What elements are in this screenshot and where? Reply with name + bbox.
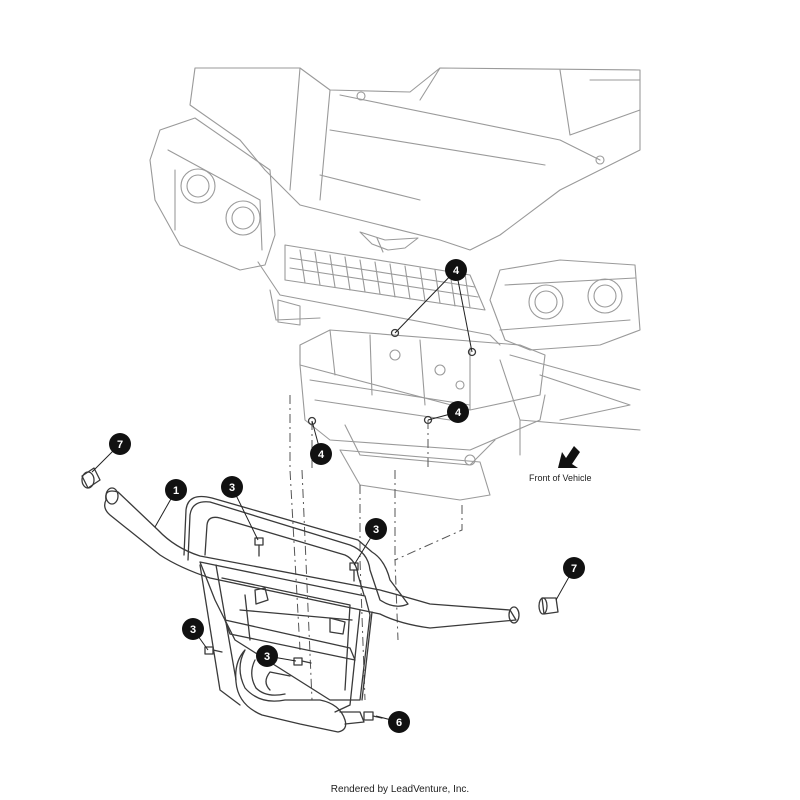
alignment-lines: [289, 395, 463, 701]
left-headlight-lamp-2: [225, 200, 261, 236]
svg-text:1: 1: [173, 485, 179, 497]
right-headlight-lamp-2: [587, 278, 623, 314]
tow-loop: [235, 649, 347, 733]
callout-3d: 3: [256, 645, 278, 667]
svg-text:4: 4: [318, 449, 325, 461]
callout-4c: 4: [310, 443, 332, 465]
svg-text:3: 3: [229, 482, 235, 494]
callout-3c: 3: [182, 618, 204, 640]
svg-text:4: 4: [455, 407, 462, 419]
left-headlight-lamp-1: [180, 168, 216, 204]
bolt-2: [349, 562, 359, 582]
svg-text:3: 3: [190, 624, 196, 636]
svg-text:3: 3: [373, 524, 379, 536]
hood: [189, 67, 641, 251]
callout-7a: 7: [109, 433, 131, 455]
bolt-4: [293, 657, 312, 666]
callout-3b: 3: [365, 518, 387, 540]
fastener-6: [363, 711, 383, 721]
emblem: [359, 231, 419, 253]
footer-credit: Rendered by LeadVenture, Inc.: [330, 784, 470, 795]
callout-4a: 4: [445, 259, 467, 281]
nut-mount-1: [390, 328, 400, 338]
bolt-1: [254, 537, 264, 557]
callout-1: 1: [165, 479, 187, 501]
svg-text:7: 7: [571, 563, 577, 575]
right-headlight-housing: [489, 259, 641, 351]
center-plate: [199, 561, 371, 701]
callout-3a: 3: [221, 476, 243, 498]
callout-4b: 4: [447, 401, 469, 423]
callout-6: 6: [388, 711, 410, 733]
grille: [284, 244, 486, 311]
svg-text:4: 4: [453, 265, 460, 277]
bumper-tube: [104, 490, 517, 629]
bumper-assembly: [81, 467, 559, 733]
callout-7b: 7: [563, 557, 585, 579]
left-end-cap: [81, 467, 101, 489]
front-of-vehicle-label: Front of Vehicle: [529, 473, 592, 483]
bolt-3: [204, 646, 223, 655]
left-headlight-housing: [149, 117, 276, 271]
svg-text:3: 3: [264, 651, 270, 663]
vehicle-front: [149, 67, 641, 501]
right-headlight-lamp-1: [528, 284, 564, 320]
leader-lines: [91, 269, 575, 723]
right-end-cap: [541, 597, 559, 615]
svg-text:7: 7: [117, 439, 123, 451]
svg-text:6: 6: [396, 717, 402, 729]
front-arrow-icon: [558, 446, 580, 468]
nut-mount-2: [467, 347, 477, 357]
bumper-hoop: [183, 495, 409, 607]
front-frame: [299, 329, 641, 501]
